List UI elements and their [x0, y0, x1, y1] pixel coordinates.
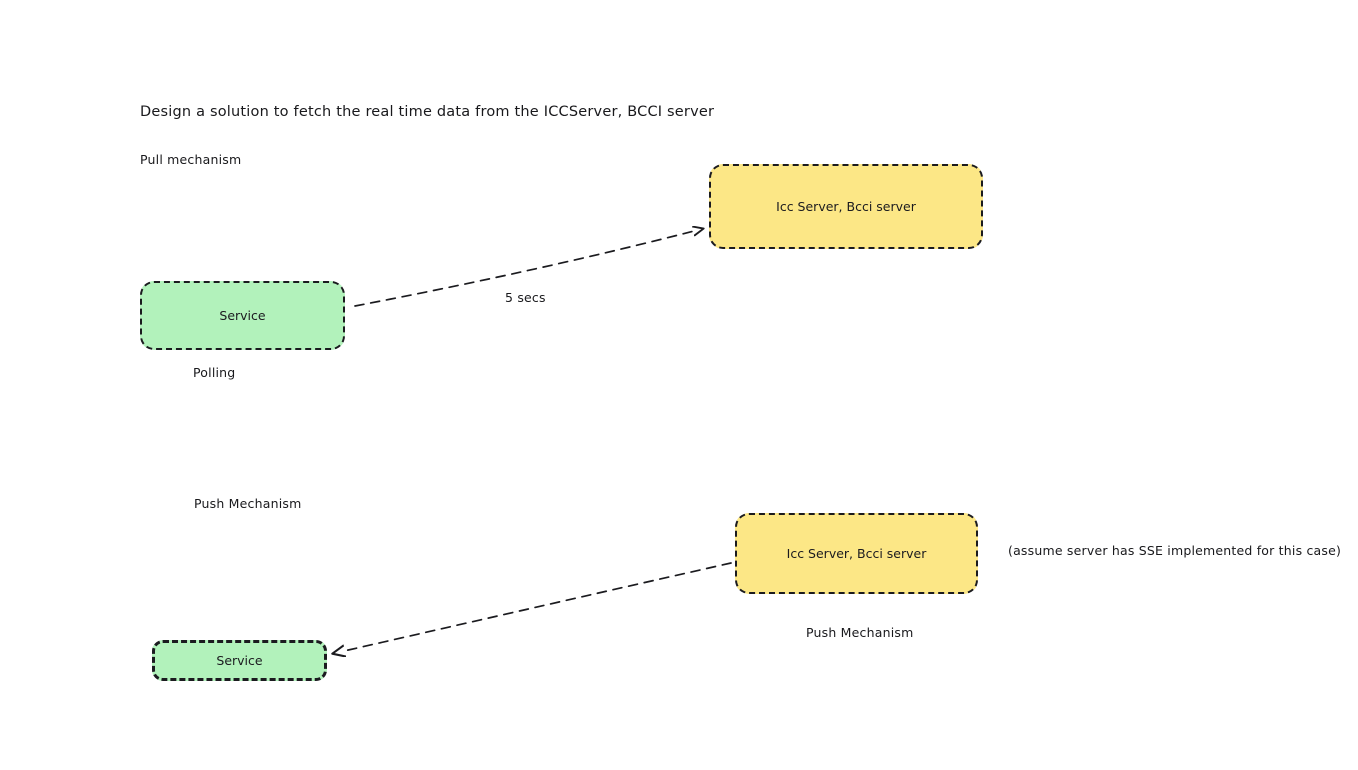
section-heading-push: Push Mechanism	[194, 496, 302, 511]
caption-push-mechanism: Push Mechanism	[806, 625, 914, 640]
node-icc-server-pull[interactable]: Icc Server, Bcci server	[709, 164, 983, 249]
node-icc-server-push[interactable]: Icc Server, Bcci server	[735, 513, 978, 594]
caption-polling: Polling	[193, 365, 236, 380]
section-heading-pull: Pull mechanism	[140, 152, 242, 167]
annotation-sse-note: (assume server has SSE implemented for t…	[1008, 543, 1342, 558]
connector-label-interval: 5 secs	[505, 290, 546, 305]
node-service-pull-label: Service	[219, 308, 266, 323]
node-icc-server-push-label: Icc Server, Bcci server	[786, 546, 927, 561]
node-service-push-label: Service	[216, 653, 263, 668]
node-service-push[interactable]: Service	[152, 640, 327, 681]
page-title: Design a solution to fetch the real time…	[140, 104, 715, 120]
connector-push-sse	[344, 562, 732, 651]
node-icc-server-pull-label: Icc Server, Bcci server	[776, 199, 916, 214]
node-service-pull[interactable]: Service	[140, 281, 345, 350]
